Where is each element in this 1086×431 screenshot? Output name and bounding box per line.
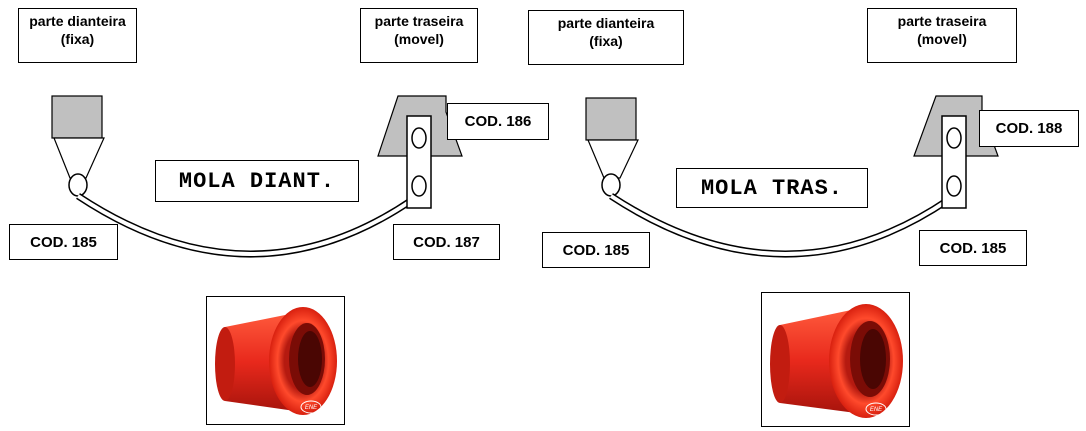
right-bushing-image: ENE — [770, 304, 903, 418]
right-rear-label: parte traseira (movel) — [867, 8, 1017, 63]
right-front-label: parte dianteira (fixa) — [528, 10, 684, 65]
left-bushing-logo-mark — [300, 400, 322, 414]
left-rear-label: parte traseira (movel) — [360, 8, 478, 63]
left-front-mount-block — [51, 95, 103, 139]
right-code-rear-top: COD. 188 — [979, 110, 1079, 147]
right-front-eye — [601, 173, 621, 197]
left-front-hanger — [53, 137, 105, 179]
right-bushing-logo-text: ENE — [870, 407, 883, 413]
right-front-hanger — [587, 139, 639, 179]
left-spring-leaf-inner — [76, 194, 414, 256]
right-bushing-photo: ENE — [761, 292, 910, 427]
right-spring-leaf-inner — [609, 194, 950, 256]
right-code-rear-bottom: COD. 185 — [919, 230, 1027, 266]
left-rear-shackle-eye-top — [411, 127, 427, 149]
left-bushing-logo-text: ENE — [305, 405, 318, 411]
right-bushing-logo-mark — [865, 402, 887, 416]
right-rear-shackle-eye-top — [946, 127, 962, 149]
left-front-eye — [68, 173, 88, 197]
right-front-mount-block — [585, 97, 637, 141]
left-bushing-image: ENE — [215, 307, 337, 415]
left-diagram — [51, 95, 463, 258]
left-code-rear-top: COD. 186 — [447, 103, 549, 140]
right-spring-label: MOLA TRAS. — [676, 168, 868, 208]
right-diagram — [585, 95, 999, 258]
left-bushing-photo: ENE — [206, 296, 345, 425]
left-front-label: parte dianteira (fixa) — [18, 8, 137, 63]
left-code-front: COD. 185 — [9, 224, 118, 260]
left-spring-label: MOLA DIANT. — [155, 160, 359, 202]
left-code-rear-bottom: COD. 187 — [393, 224, 500, 260]
right-code-front: COD. 185 — [542, 232, 650, 268]
left-rear-shackle-eye-bottom — [411, 175, 427, 197]
right-rear-shackle-eye-bottom — [946, 175, 962, 197]
